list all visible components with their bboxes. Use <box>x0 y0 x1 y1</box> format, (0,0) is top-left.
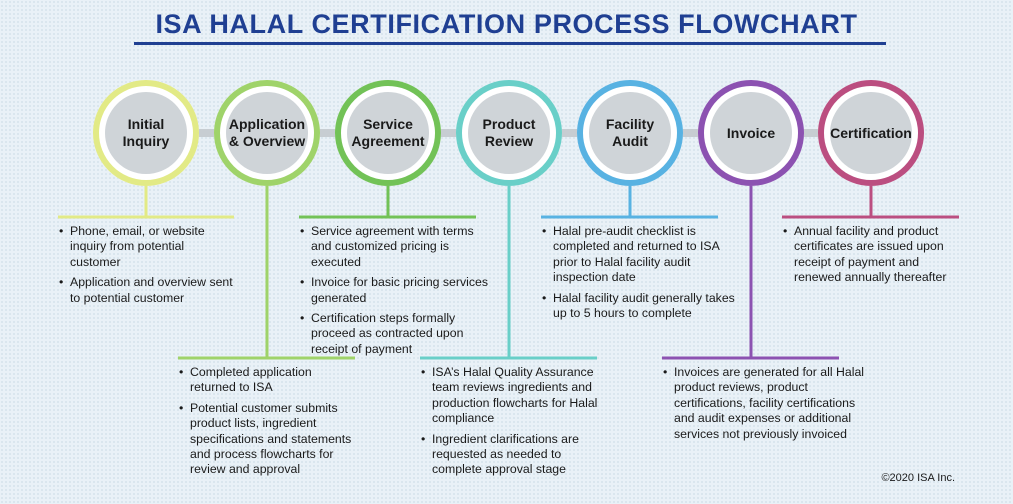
step-circle-product-review <box>456 80 562 186</box>
step-label-certification: Certification <box>825 125 917 142</box>
step-circle-certification <box>818 80 924 186</box>
step-label-text: Product Review <box>482 116 536 149</box>
details-application-overview: Completed application returned to ISA Po… <box>178 365 360 483</box>
details-invoice: Invoices are generated for all Halal pro… <box>662 365 870 447</box>
step-label-facility-audit: Facility Audit <box>588 116 672 150</box>
step-label-text: Service Agreement <box>351 116 425 149</box>
title-underline <box>134 42 886 45</box>
copyright-notice: ©2020 ISA Inc. <box>881 472 955 484</box>
details-product-review: ISA’s Halal Quality Assurance team revie… <box>420 365 603 483</box>
bullet-item: Halal facility audit generally takes up … <box>541 291 735 322</box>
bullet-item: Completed application returned to ISA <box>178 365 360 396</box>
details-certification: Annual facility and product certificates… <box>782 224 960 291</box>
bullet-item: Phone, email, or website inquiry from po… <box>58 224 234 270</box>
step-label-text: Initial Inquiry <box>122 116 170 149</box>
bullet-item: Invoice for basic pricing services gener… <box>299 275 489 306</box>
step-circles <box>93 80 924 186</box>
bullet-item: Ingredient clarifications are requested … <box>420 432 603 478</box>
bullet-item: Service agreement with terms and customi… <box>299 224 489 270</box>
bullet-item: Invoices are generated for all Halal pro… <box>662 365 870 442</box>
step-label-text: Invoice <box>726 125 776 141</box>
step-circle-initial-inquiry <box>93 80 199 186</box>
bullet-item: Certification steps formally proceed as … <box>299 311 489 357</box>
bullet-item: Halal pre-audit checklist is completed a… <box>541 224 735 286</box>
step-label-initial-inquiry: Initial Inquiry <box>104 116 188 150</box>
step-label-text: Application & Overview <box>228 116 306 149</box>
step-label-application: Application & Overview <box>225 116 309 150</box>
step-label-invoice: Invoice <box>709 125 793 142</box>
details-service-agreement: Service agreement with terms and customi… <box>299 224 489 362</box>
bullet-item: Annual facility and product certificates… <box>782 224 960 286</box>
step-label-service-agreement: Service Agreement <box>346 116 430 150</box>
bullet-item: ISA’s Halal Quality Assurance team revie… <box>420 365 603 427</box>
bullet-item: Potential customer submits product lists… <box>178 401 360 478</box>
step-label-text: Facility Audit <box>605 116 655 149</box>
step-label-text: Certification <box>830 125 912 141</box>
step-circle-invoice <box>698 80 804 186</box>
step-label-product-review: Product Review <box>467 116 551 150</box>
step-circle-service-agreement <box>335 80 441 186</box>
details-initial-inquiry: Phone, email, or website inquiry from po… <box>58 224 234 311</box>
leader-lines <box>58 180 959 360</box>
step-circle-facility-audit <box>577 80 683 186</box>
page-title: ISA HALAL CERTIFICATION PROCESS FLOWCHAR… <box>155 9 858 39</box>
bullet-item: Application and overview sent to potenti… <box>58 275 234 306</box>
step-circle-application <box>214 80 320 186</box>
details-facility-audit: Halal pre-audit checklist is completed a… <box>541 224 735 326</box>
